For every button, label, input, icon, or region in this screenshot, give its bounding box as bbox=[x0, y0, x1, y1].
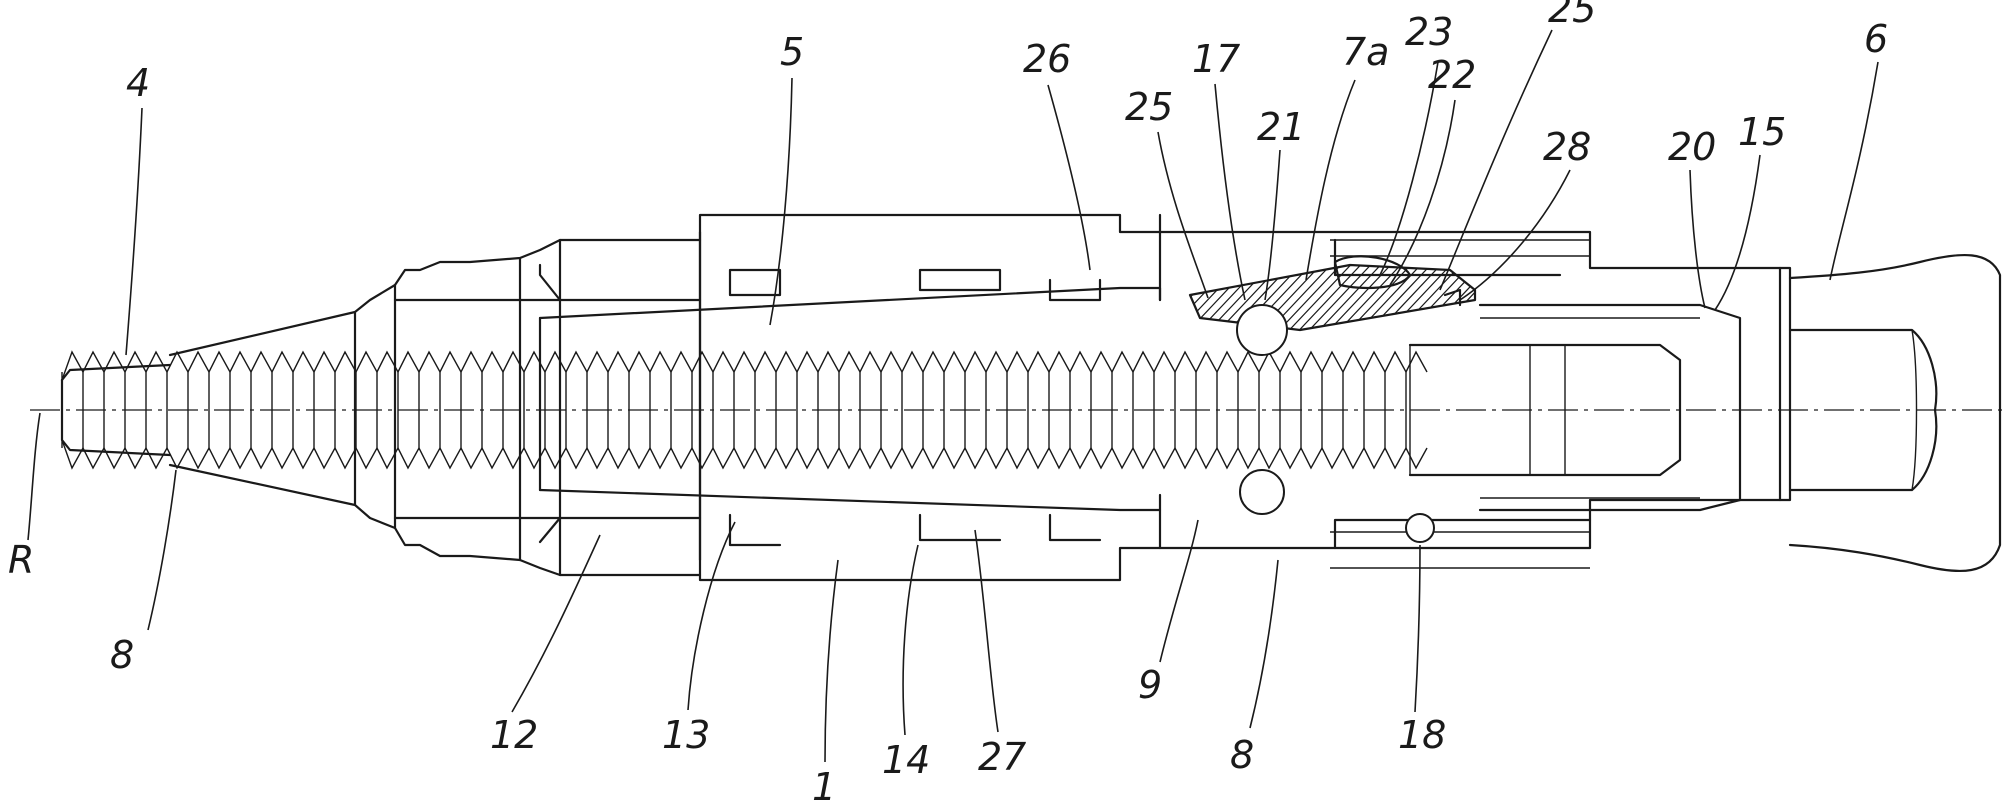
numeral-6: 6 bbox=[1864, 17, 1888, 61]
numeral-26: 26 bbox=[1023, 37, 1071, 81]
hatch-line bbox=[1450, 255, 1530, 340]
numeral-12: 13 bbox=[662, 713, 710, 757]
numeral-13: 14 bbox=[882, 738, 930, 782]
hatch-line bbox=[1470, 255, 1550, 340]
housing-part-1 bbox=[700, 215, 1790, 580]
hatch-line bbox=[1440, 255, 1520, 340]
numeral-9: 9 bbox=[1138, 663, 1162, 707]
ball-14 bbox=[1237, 305, 1287, 355]
nose-cone bbox=[170, 240, 700, 575]
numeral-5: 5 bbox=[780, 30, 804, 74]
numeral-28: 28 bbox=[1543, 125, 1591, 169]
numeral-15: 15 bbox=[1738, 110, 1786, 154]
axis-label-r: R bbox=[8, 538, 34, 582]
leader-lines bbox=[126, 30, 1878, 762]
hatch-line bbox=[1480, 255, 1560, 340]
numeral-23: 25 bbox=[1548, 0, 1596, 31]
hatch-line bbox=[1330, 255, 1410, 340]
hatch-line bbox=[1490, 255, 1570, 340]
numeral-11: 12 bbox=[490, 713, 538, 757]
handle-part-6 bbox=[1780, 255, 2000, 571]
clamp-sleeve bbox=[1480, 305, 1740, 510]
locking-wedge bbox=[1150, 255, 1570, 340]
numeral-21: 21 bbox=[1257, 105, 1305, 149]
numeral-1: 1 bbox=[812, 765, 836, 807]
ball-17 bbox=[1406, 514, 1434, 542]
hatch-line bbox=[1430, 255, 1510, 340]
numeral-7a: 7a bbox=[1342, 30, 1389, 74]
numeral-10: 8 bbox=[110, 633, 134, 677]
numeral-22: 23 bbox=[1405, 10, 1453, 54]
hatch-line bbox=[1160, 255, 1240, 340]
numeral-25: 25 bbox=[1125, 85, 1173, 129]
numeral-18: 20 bbox=[1668, 125, 1716, 169]
numeral-27: 27 bbox=[978, 735, 1026, 779]
inner-sleeve-part-5 bbox=[540, 270, 1160, 545]
numeral-4: 4 bbox=[126, 61, 150, 105]
ball-upper-9 bbox=[1240, 470, 1284, 514]
numeral-8: 8 bbox=[1230, 733, 1254, 777]
numeral-14: 17 bbox=[1192, 37, 1240, 81]
numeral-17: 18 bbox=[1398, 713, 1446, 757]
